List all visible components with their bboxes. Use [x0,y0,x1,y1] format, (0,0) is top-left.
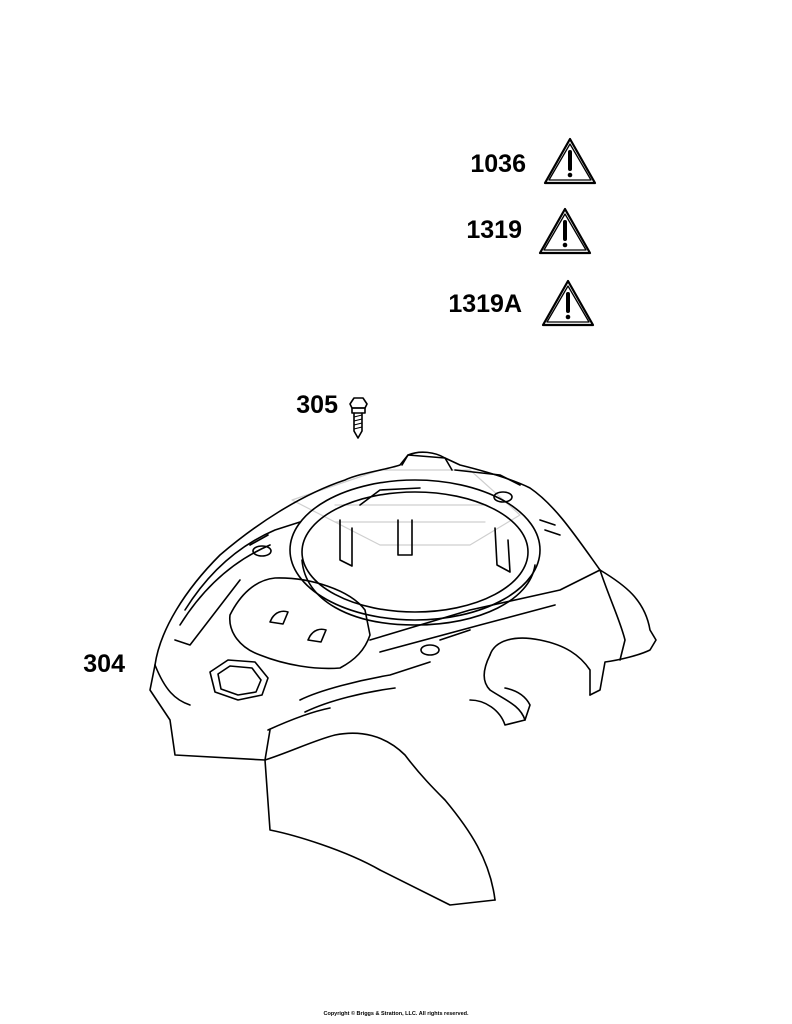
copyright-footer: Copyright © Briggs & Stratton, LLC. All … [323,1011,469,1017]
warning-triangle-icon [538,207,592,255]
warning-triangle-icon [543,137,597,185]
screw-305-drawing [349,397,368,439]
watermark-logo [291,469,521,546]
warning-triangle-icon [541,279,595,327]
callout-1036: 1036 [470,150,526,178]
blower-housing-304-drawing [149,451,657,906]
callout-1319a: 1319A [448,290,522,318]
callout-1319: 1319 [466,216,522,244]
callout-305: 305 [296,391,338,419]
callout-304: 304 [83,650,125,678]
